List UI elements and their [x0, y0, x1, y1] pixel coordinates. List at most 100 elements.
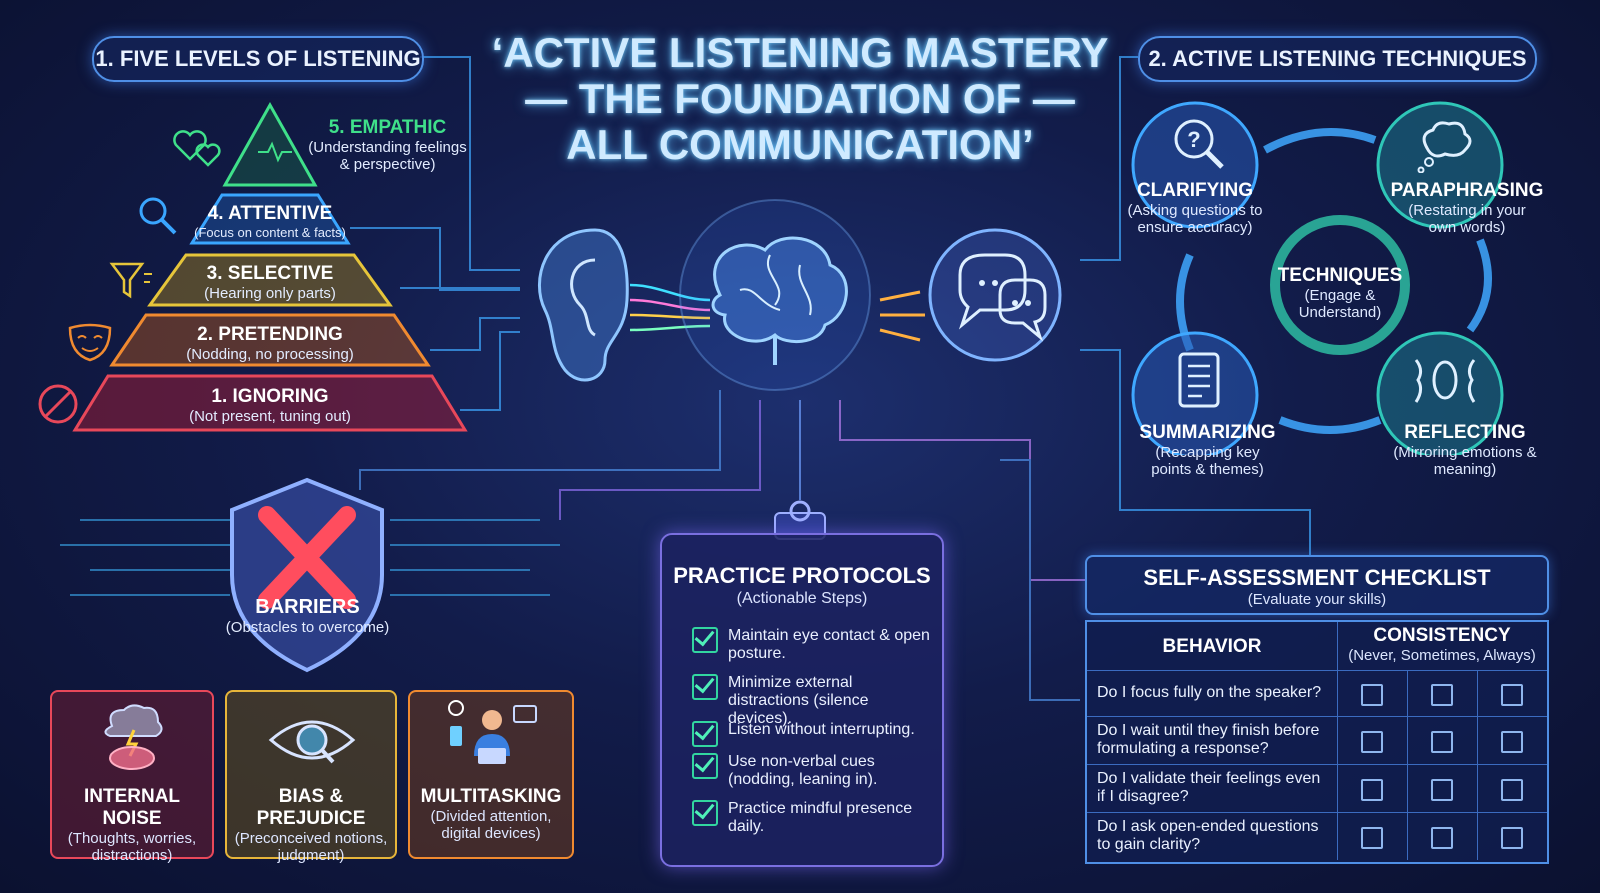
barrier-card-bias: BIAS & PREJUDICE (Preconceived notions, … [225, 690, 397, 864]
checkbox-never[interactable] [1361, 684, 1383, 706]
barrier-internal-noise-name: INTERNAL NOISE [83, 786, 181, 829]
checkbox-always[interactable] [1501, 684, 1523, 706]
level-4-label: 4. ATTENTIVE (Focus on content & facts) [192, 203, 348, 240]
level-2-desc: (Nodding, no processing) [186, 346, 354, 363]
checkbox-never[interactable] [1361, 779, 1383, 801]
checkbox-sometimes[interactable] [1431, 731, 1453, 753]
checkmark-icon [692, 753, 718, 779]
column-consistency-label: CONSISTENCY [1373, 625, 1511, 646]
row-question: Do I ask open-ended questions to gain cl… [1097, 818, 1319, 853]
technique-center: TECHNIQUES (Engage & Understand) [1265, 265, 1415, 321]
barrier-bias-name: BIAS & PREJUDICE [256, 786, 366, 829]
title-line-3: ALL COMMUNICATION’ [566, 121, 1034, 168]
no-ear-icon [38, 384, 78, 424]
level-3-label: 3. SELECTIVE (Hearing only parts) [150, 263, 390, 302]
barrier-multitasking-name: MULTITASKING [420, 786, 562, 807]
section-2-header: 2. ACTIVE LISTENING TECHNIQUES [1138, 36, 1537, 82]
checkbox-sometimes[interactable] [1431, 827, 1453, 849]
technique-paraphrasing-name: PARAPHRASING [1390, 180, 1544, 201]
section-1-header: 1. FIVE LEVELS OF LISTENING [92, 36, 424, 82]
checkbox-sometimes[interactable] [1431, 779, 1453, 801]
scroll-list-icon [1178, 352, 1220, 408]
main-title: ‘ACTIVE LISTENING MASTERY — THE FOUNDATI… [470, 30, 1130, 168]
technique-summarizing-desc: (Recapping key points & themes) [1151, 444, 1264, 478]
technique-clarifying-name: CLARIFYING [1136, 180, 1254, 201]
title-line-2: — THE FOUNDATION OF — [525, 75, 1075, 122]
checkbox-never[interactable] [1361, 827, 1383, 849]
mirror-faces-icon [1414, 359, 1476, 403]
technique-clarifying-desc: (Asking questions to ensure accuracy) [1127, 202, 1263, 236]
practice-step-text: Practice mindful presence daily. [728, 800, 913, 835]
barrier-internal-noise-desc: (Thoughts, worries, distractions) [67, 830, 197, 864]
practice-step-text: Use non-verbal cues (nodding, leaning in… [728, 753, 878, 788]
question-magnifier-icon: ? [1174, 119, 1224, 169]
row-question: Do I validate their feelings even if I d… [1097, 770, 1321, 805]
mask-icon [68, 323, 112, 362]
barrier-card-internal-noise: INTERNAL NOISE (Thoughts, worries, distr… [50, 690, 214, 864]
level-1-name: 1. IGNORING [211, 386, 329, 407]
technique-circles [1131, 101, 1504, 455]
checkmark-icon [692, 800, 718, 826]
technique-reflecting-name: REFLECTING [1404, 422, 1526, 443]
checkbox-never[interactable] [1361, 731, 1383, 753]
shield-icon [230, 477, 384, 673]
barrier-bias-desc: (Preconceived notions, judgment) [234, 830, 388, 864]
magnifier-icon [139, 197, 177, 235]
practice-step: Listen without interrupting. [692, 721, 932, 747]
technique-summarizing-name: SUMMARIZING [1139, 422, 1276, 443]
technique-clarifying: CLARIFYING (Asking questions to ensure a… [1110, 180, 1280, 236]
checklist-title: SELF-ASSESSMENT CHECKLIST [1143, 565, 1491, 590]
column-consistency-sub: (Never, Sometimes, Always) [1348, 647, 1536, 664]
level-1-label: 1. IGNORING (Not present, tuning out) [75, 386, 465, 425]
table-divider [1477, 670, 1478, 860]
level-4-name: 4. ATTENTIVE [207, 203, 333, 224]
practice-step-text: Maintain eye contact & open posture. [728, 627, 930, 662]
technique-paraphrasing-desc: (Restating in your own words) [1408, 202, 1526, 236]
checkbox-always[interactable] [1501, 827, 1523, 849]
checklist-subtitle: (Evaluate your skills) [1247, 591, 1387, 608]
stormy-brain-icon [104, 704, 163, 770]
hearts-icon [173, 130, 221, 167]
practice-step: Practice mindful presence daily. [692, 800, 932, 836]
section-1-title: 1. FIVE LEVELS OF LISTENING [95, 46, 421, 71]
checkbox-always[interactable] [1501, 731, 1523, 753]
technique-reflecting: REFLECTING (Mirroring emotions & meaning… [1385, 422, 1545, 478]
table-row: Do I validate their feelings even if I d… [1087, 764, 1547, 813]
technique-center-name: TECHNIQUES [1277, 265, 1403, 286]
technique-summarizing: SUMMARIZING (Recapping key points & them… [1120, 422, 1295, 478]
section-2-title: 2. ACTIVE LISTENING TECHNIQUES [1148, 46, 1527, 71]
practice-step: Use non-verbal cues (nodding, leaning in… [692, 753, 932, 789]
checkbox-sometimes[interactable] [1431, 684, 1453, 706]
barriers-desc: (Obstacles to overcome) [225, 619, 390, 636]
practice-protocols-panel: PRACTICE PROTOCOLS (Actionable Steps) Ma… [660, 533, 944, 867]
eye-magnifier-icon [268, 720, 356, 764]
technique-paraphrasing: PARAPHRASING (Restating in your own word… [1382, 180, 1552, 236]
practice-subtitle: (Actionable Steps) [736, 590, 868, 607]
funnel-icon [109, 262, 152, 299]
table-row: Do I focus fully on the speaker? [1087, 670, 1547, 717]
checkmark-icon [692, 721, 718, 747]
level-3-name: 3. SELECTIVE [206, 263, 334, 284]
checklist-table: BEHAVIOR CONSISTENCY (Never, Sometimes, … [1085, 620, 1549, 864]
row-question: Do I wait until they finish before formu… [1097, 722, 1320, 757]
thought-bubble-icon [1417, 121, 1472, 173]
checkbox-always[interactable] [1501, 779, 1523, 801]
checkmark-icon [692, 674, 718, 700]
table-divider [1407, 670, 1408, 860]
multitasking-person-icon [448, 700, 537, 764]
level-1-desc: (Not present, tuning out) [189, 408, 351, 425]
chat-bubbles-icon [928, 228, 1062, 362]
title-line-1: ‘ACTIVE LISTENING MASTERY [491, 29, 1109, 76]
table-divider [1337, 622, 1338, 860]
level-5-label: 5. EMPATHIC (Understanding feelings & pe… [305, 117, 470, 173]
practice-step: Maintain eye contact & open posture. [692, 627, 932, 663]
level-4-desc: (Focus on content & facts) [194, 225, 346, 240]
level-5-desc: (Understanding feelings & perspective) [308, 139, 467, 173]
practice-step-text: Minimize external distractions (silence … [728, 674, 869, 727]
practice-step-text: Listen without interrupting. [728, 721, 915, 738]
svg-text:?: ? [1187, 127, 1200, 152]
column-behavior: BEHAVIOR [1162, 636, 1262, 657]
barriers-name: BARRIERS [255, 596, 360, 618]
level-2-label: 2. PRETENDING (Nodding, no processing) [112, 324, 428, 363]
table-row: Do I wait until they finish before formu… [1087, 716, 1547, 765]
